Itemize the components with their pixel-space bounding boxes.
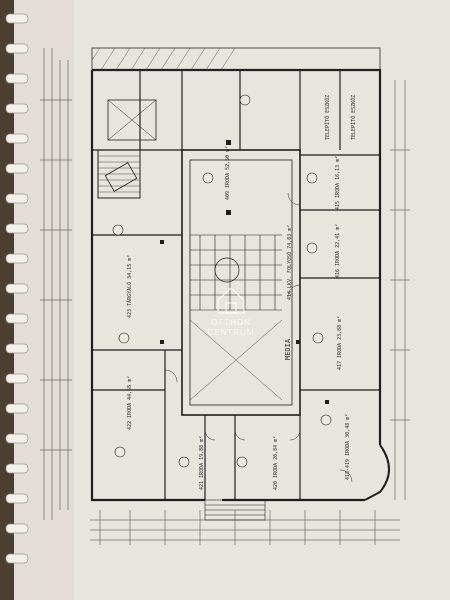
north-strip-label-2: TELEPÍTŐ ESZKÖZ (351, 94, 357, 140)
entrance-steps (204, 499, 266, 521)
room-markers (112, 94, 332, 468)
room-label-421: 421 IRODA 19,88 m² (199, 435, 205, 490)
columns (160, 140, 329, 404)
inner-courtyard (181, 149, 301, 416)
dimension-lines-right (390, 80, 410, 500)
spiral-binding (5, 13, 29, 564)
room-label-414: 414 LKV. FOLYOSÓ 74,03 m² (287, 224, 293, 300)
room-label-409: 409 IRODA 52,50 m² (225, 145, 231, 200)
watermark-logo (217, 287, 245, 314)
room-label-416: 416 IRODA 22,41 m² (335, 223, 341, 278)
top-hatch-strip (91, 47, 381, 71)
watermark-line-2: CENTRUM (207, 328, 255, 337)
north-strip-label-1: TELEPÍTŐ ESZKÖZ (325, 94, 331, 140)
room-label-418: 418-419 IRODA 30,48 m² (345, 413, 351, 480)
room-label-417: 417 IRODA 23,88 m² (337, 315, 343, 370)
room-label-415: 415 IRODA 16,13 m² (335, 155, 341, 210)
stairwell (97, 99, 157, 199)
room-label-420: 420 IRODA 20,84 m² (273, 435, 279, 490)
watermark-line-1: OTTHON (211, 318, 251, 327)
room-label-423: 423 TÁRGYALÓ 34,15 m² (127, 254, 133, 318)
medium-label: MEDIÁ (284, 338, 292, 360)
dimension-lines-left (40, 48, 72, 520)
watermark: OTTHON CENTRUM (196, 318, 266, 338)
room-label-422: 422 IRODA 44,55 m² (127, 375, 133, 430)
door-swings (164, 192, 353, 483)
